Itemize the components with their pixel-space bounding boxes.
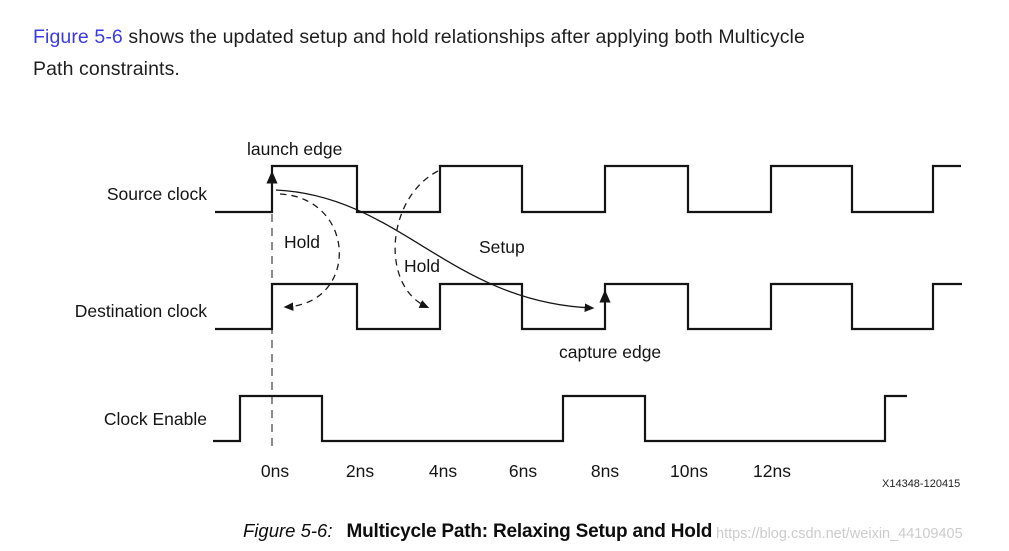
watermark-text: https://blog.csdn.net/weixin_44109405 — [716, 526, 963, 542]
figure-caption-prefix: Figure 5-6: — [243, 520, 333, 541]
launch-edge-label: launch edge — [247, 139, 343, 159]
hold-label-2: Hold — [404, 256, 440, 276]
clock-enable-label: Clock Enable — [103, 409, 207, 429]
setup-label: Setup — [479, 237, 525, 257]
figure-caption-title: Multicycle Path: Relaxing Setup and Hold — [346, 521, 713, 542]
hold-arc-1 — [279, 193, 340, 311]
figure-id: X14348-120415 — [882, 478, 961, 490]
intro-line-1: Figure 5-6 shows the updated setup and h… — [33, 21, 983, 53]
clock-enable-waveform — [213, 394, 907, 443]
intro-line-2: Path constraints. — [33, 58, 180, 80]
axis-tick-label: 4ns — [428, 461, 458, 481]
hold-label-1: Hold — [284, 232, 320, 252]
axis-tick-label: 12ns — [753, 461, 791, 481]
source-clock-label: Source clock — [106, 184, 207, 204]
axis-tick-label: 8ns — [590, 461, 620, 481]
axis-tick-label: 2ns — [345, 461, 375, 481]
capture-edge-label: capture edge — [559, 342, 662, 362]
destination-clock-waveform — [215, 282, 962, 331]
figure-5-6-link[interactable]: Figure 5-6 — [33, 26, 123, 48]
destination-clock-label: Destination clock — [74, 301, 207, 321]
axis-tick-label: 6ns — [508, 461, 538, 481]
hold-arc-2 — [394, 170, 439, 308]
source-clock-waveform — [215, 164, 961, 214]
intro-line-1-text: shows the updated setup and hold relatio… — [122, 26, 805, 48]
axis-tick-label: 0ns — [260, 461, 290, 481]
axis-tick-label: 10ns — [670, 461, 708, 481]
setup-arrow-curve — [275, 189, 595, 312]
figure-caption: Figure 5-6: Multicycle Path: Relaxing Set… — [243, 520, 712, 543]
intro-paragraph: Figure 5-6 shows the updated setup and h… — [33, 21, 983, 85]
